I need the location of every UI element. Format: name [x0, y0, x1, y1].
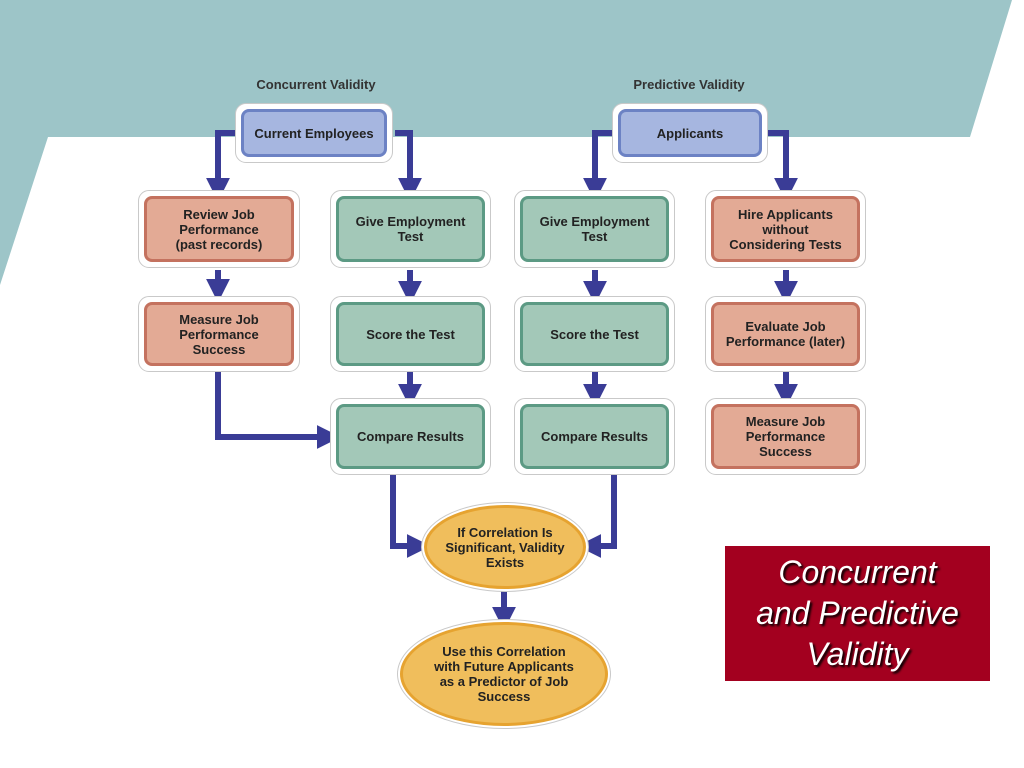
slide-title: Concurrent and Predictive Validity — [756, 554, 959, 672]
current-employees-box: Current Employees — [241, 109, 387, 157]
compare-results-box-predictive: Compare Results — [520, 404, 669, 469]
arrow-applicants-to-test — [583, 130, 614, 202]
review-job-performance-box: Review Job Performance (past records) — [144, 196, 294, 262]
use-correlation-ellipse: Use this Correlation with Future Applica… — [400, 622, 608, 726]
slide-title-box: Concurrent and Predictive Validity — [725, 546, 990, 681]
measure-job-performance-box-predictive: Measure Job Performance Success — [711, 404, 860, 469]
arrow-employees-to-review — [206, 130, 238, 202]
evaluate-job-performance-box: Evaluate Job Performance (later) — [711, 302, 860, 366]
give-employment-test-box-concurrent: Give Employment Test — [336, 196, 485, 262]
measure-job-performance-box-concurrent: Measure Job Performance Success — [144, 302, 294, 366]
correlation-ellipse: If Correlation Is Significant, Validity … — [424, 505, 586, 589]
arrow-measure-to-compare — [215, 372, 341, 449]
arrow-employees-to-test — [395, 130, 422, 202]
arrow-compare-to-correlation-left — [390, 475, 431, 558]
concurrent-heading: Concurrent Validity — [256, 77, 376, 92]
arrow-compare-to-correlation-right — [577, 475, 617, 558]
hire-applicants-box: Hire Applicants without Considering Test… — [711, 196, 860, 262]
applicants-box: Applicants — [618, 109, 762, 157]
score-test-box-concurrent: Score the Test — [336, 302, 485, 366]
teal-band-shape — [0, 0, 1012, 285]
predictive-heading: Predictive Validity — [633, 77, 745, 92]
compare-results-box-concurrent: Compare Results — [336, 404, 485, 469]
score-test-box-predictive: Score the Test — [520, 302, 669, 366]
give-employment-test-box-predictive: Give Employment Test — [520, 196, 669, 262]
arrow-applicants-to-hire — [766, 130, 798, 202]
